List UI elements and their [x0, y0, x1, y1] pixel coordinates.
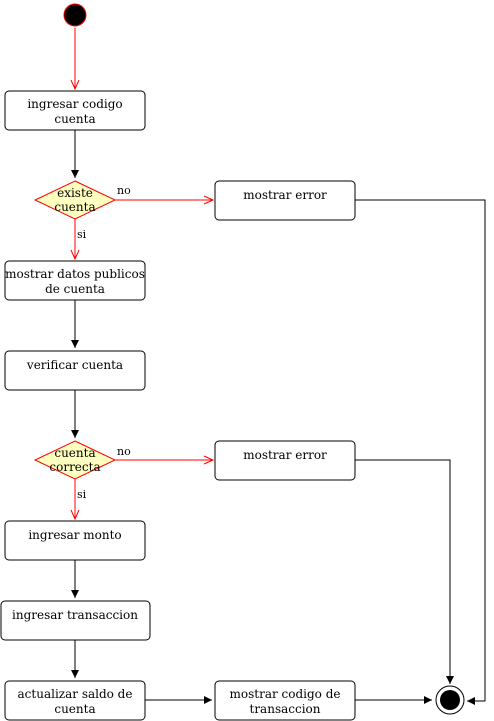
node-verificar-cuenta-label: verificar cuenta [26, 358, 123, 372]
node-mostrar-datos-line2: de cuenta [45, 282, 105, 296]
node-actualizar-saldo-line1: actualizar saldo de [18, 687, 133, 701]
guard-si-2: si [77, 488, 87, 501]
node-ingresar-codigo: ingresar codigo cuenta [4, 90, 146, 131]
node-mostrar-error-2: mostrar error [214, 440, 356, 481]
decision-existe-line1: existe [57, 186, 93, 200]
guard-no-1: no [117, 184, 131, 197]
node-ingresar-monto: ingresar monto [4, 520, 146, 561]
node-mostrar-error-1-label: mostrar error [243, 188, 327, 202]
node-actualizar-saldo-line2: cuenta [54, 702, 95, 716]
decision-existe-cuenta: existe cuenta [33, 180, 117, 220]
node-mostrar-codigo-line2: transaccion [250, 702, 321, 716]
edge-error1-to-final [355, 199, 486, 705]
decision-cuenta-correcta: cuenta correcta [33, 440, 117, 480]
node-mostrar-error-1: mostrar error [214, 180, 356, 221]
decision-existe-line2: cuenta [54, 200, 95, 214]
decision-correcta-line2: correcta [49, 460, 100, 474]
node-ingresar-codigo-line1: ingresar codigo [27, 97, 122, 111]
initial-node [63, 3, 87, 27]
node-ingresar-transaccion-label: ingresar transaccion [12, 608, 138, 622]
final-node [435, 685, 465, 715]
node-ingresar-codigo-line2: cuenta [54, 112, 95, 126]
node-actualizar-saldo: actualizar saldo de cuenta [4, 680, 146, 721]
node-mostrar-codigo: mostrar codigo de transaccion [214, 680, 356, 721]
decision-correcta-line1: cuenta [54, 446, 95, 460]
node-mostrar-datos: mostrar datos publicos de cuenta [4, 260, 146, 301]
node-verificar-cuenta: verificar cuenta [4, 350, 146, 391]
node-ingresar-transaccion: ingresar transaccion [0, 600, 151, 641]
node-ingresar-monto-label: ingresar monto [28, 528, 121, 542]
node-mostrar-error-2-label: mostrar error [243, 448, 327, 462]
node-mostrar-datos-line1: mostrar datos publicos [5, 267, 145, 281]
node-mostrar-codigo-line1: mostrar codigo de [230, 687, 341, 701]
guard-no-2: no [117, 445, 131, 458]
guard-si-1: si [77, 228, 87, 241]
edge-error2-to-final [355, 459, 454, 684]
